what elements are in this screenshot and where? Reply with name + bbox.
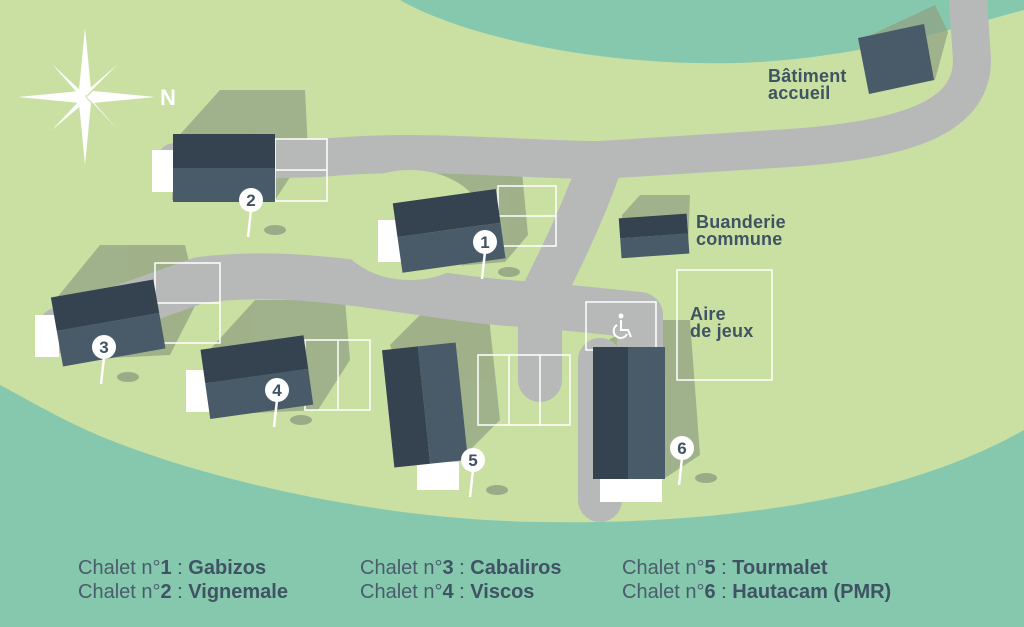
north-label: N <box>160 85 176 110</box>
marker-shadow <box>695 473 717 483</box>
legend-item-chalet-3[interactable]: Chalet n°3 : Cabaliros <box>360 556 561 580</box>
legend-item-chalet-4[interactable]: Chalet n°4 : Viscos <box>360 580 561 604</box>
chalet-marker-2[interactable]: 2 <box>239 188 286 238</box>
marker-number: 6 <box>677 439 686 458</box>
chalet-markers: 1 2 3 4 5 6 <box>92 188 717 498</box>
marker-number: 4 <box>272 381 282 400</box>
playground-label-line-2: de jeux <box>690 321 754 341</box>
legend-prefix: Chalet n° <box>622 581 705 603</box>
legend-number: 6 <box>704 581 716 603</box>
marker-circle <box>239 188 263 212</box>
marker-number: 1 <box>480 233 489 252</box>
legend-number: 3 <box>442 557 454 579</box>
legend-name: Cabaliros <box>470 557 562 579</box>
legend-number: 4 <box>442 581 454 603</box>
marker-number: 5 <box>468 451 477 470</box>
chalet-marker-4[interactable]: 4 <box>265 378 312 428</box>
marker-pin <box>677 457 684 486</box>
marker-shadow <box>486 485 508 495</box>
chalet-marker-5[interactable]: 5 <box>461 448 508 498</box>
chalet-marker-1[interactable]: 1 <box>473 230 520 280</box>
marker-shadow <box>498 267 520 277</box>
legend-number: 2 <box>160 581 172 603</box>
welcome-building-label-line-1: Bâtiment <box>768 66 847 86</box>
marker-pin <box>480 251 487 280</box>
marker-pin <box>468 469 475 498</box>
compass-rose-icon <box>18 28 155 165</box>
legend-item-chalet-1[interactable]: Chalet n°1 : Gabizos <box>78 556 288 580</box>
welcome-building-label-line-2: accueil <box>768 83 831 103</box>
playground-label-line-1: Aire <box>690 304 726 324</box>
chalet-marker-6[interactable]: 6 <box>670 436 717 486</box>
legend-number: 1 <box>160 557 172 579</box>
legend-separator: : <box>453 557 471 579</box>
legend-prefix: Chalet n° <box>622 557 705 579</box>
chalet-4-building[interactable] <box>200 335 314 420</box>
chalet-6-building[interactable] <box>593 347 665 479</box>
marker-circle <box>670 436 694 460</box>
laundry-building[interactable] <box>618 213 690 259</box>
legend-column-3: Chalet n°5 : Tourmalet Chalet n°6 : Haut… <box>622 556 891 604</box>
laundry-label: Buanderie commune <box>696 212 786 249</box>
legend-column-2: Chalet n°3 : Cabaliros Chalet n°4 : Visc… <box>360 556 561 604</box>
marker-circle <box>265 378 289 402</box>
marker-shadow <box>290 415 312 425</box>
legend-number: 5 <box>704 557 716 579</box>
legend-name: Gabizos <box>188 557 267 579</box>
marker-circle <box>92 335 116 359</box>
legend-column-1: Chalet n°1 : Gabizos Chalet n°2 : Vignem… <box>78 556 288 604</box>
chalet-marker-3[interactable]: 3 <box>92 335 139 385</box>
marker-pin <box>99 356 106 385</box>
laundry-label-line-2: commune <box>696 229 783 249</box>
playground-area <box>676 269 773 381</box>
marker-circle <box>461 448 485 472</box>
legend-name: Vignemale <box>188 581 288 603</box>
legend-separator: : <box>171 581 189 603</box>
chalet-5-building[interactable] <box>382 342 468 468</box>
marker-circle <box>473 230 497 254</box>
wheelchair-icon <box>612 313 632 339</box>
legend-item-chalet-6[interactable]: Chalet n°6 : Hautacam (PMR) <box>622 580 891 604</box>
buildings <box>50 24 934 479</box>
legend-separator: : <box>715 557 733 579</box>
legend-prefix: Chalet n° <box>78 557 161 579</box>
legend-prefix: Chalet n° <box>360 581 443 603</box>
legend-name: Viscos <box>470 581 535 603</box>
legend-prefix: Chalet n° <box>360 557 443 579</box>
marker-shadow <box>264 225 286 235</box>
legend-separator: : <box>715 581 733 603</box>
legend-item-chalet-5[interactable]: Chalet n°5 : Tourmalet <box>622 556 891 580</box>
legend-prefix: Chalet n° <box>78 581 161 603</box>
marker-pin <box>272 399 279 428</box>
welcome-building-label: Bâtiment accueil <box>768 66 847 103</box>
legend-separator: : <box>171 557 189 579</box>
legend-name: Hautacam (PMR) <box>732 581 892 603</box>
legend-item-chalet-2[interactable]: Chalet n°2 : Vignemale <box>78 580 288 604</box>
welcome-building[interactable] <box>858 24 934 94</box>
legend-separator: : <box>453 581 471 603</box>
playground-label: Aire de jeux <box>690 304 754 341</box>
marker-number: 2 <box>246 191 255 210</box>
marker-number: 3 <box>99 338 108 357</box>
laundry-label-line-1: Buanderie <box>696 212 786 232</box>
marker-pin <box>246 209 253 238</box>
marker-shadow <box>117 372 139 382</box>
legend-name: Tourmalet <box>732 557 828 579</box>
